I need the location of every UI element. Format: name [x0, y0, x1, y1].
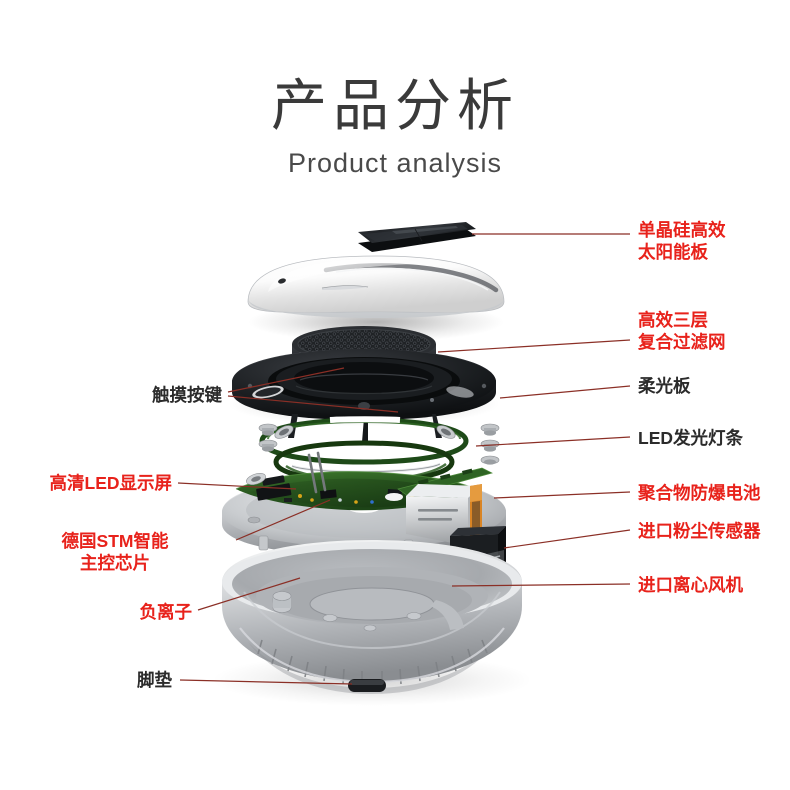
part-foot-pad [348, 679, 386, 692]
leader-filter [437, 339, 631, 353]
part-screws [258, 423, 500, 465]
part-solar-panel [358, 222, 476, 252]
callout-filter-mesh: 高效三层 复合过滤网 [638, 310, 726, 353]
leader-lines [177, 233, 631, 685]
callout-diffuser: 柔光板 [638, 376, 691, 396]
callout-dust-sensor: 进口粉尘传感器 [638, 521, 761, 541]
leader-anion [197, 577, 301, 611]
leader-dust-sensor [503, 529, 631, 549]
leader-fan [451, 583, 631, 587]
callout-mcu-chip: 德国STM智能 主控芯片 [61, 531, 169, 574]
callout-fan: 进口离心风机 [638, 575, 743, 595]
callout-battery: 聚合物防爆电池 [638, 483, 761, 503]
leader-foot-pad [179, 679, 353, 685]
callout-anion: 负离子 [139, 602, 193, 622]
leader-touch-key-b [227, 395, 399, 413]
callout-solar-panel: 单晶硅高效 太阳能板 [638, 220, 726, 263]
leader-led-display [177, 482, 297, 490]
page-title-en: Product analysis [287, 148, 503, 178]
leader-mcu-chip [235, 499, 331, 541]
leader-battery [493, 491, 631, 499]
leader-diffuser [499, 385, 631, 399]
page-title-cn: 产品分析 [271, 74, 519, 137]
callout-touch-key: 触摸按键 [152, 385, 222, 405]
leader-touch-key-a [227, 367, 345, 393]
callout-led-strip: LED发光灯条 [638, 428, 743, 448]
leader-led-strip [475, 436, 631, 447]
callout-foot-pad: 脚垫 [137, 670, 172, 690]
callout-led-display: 高清LED显示屏 [49, 473, 173, 493]
